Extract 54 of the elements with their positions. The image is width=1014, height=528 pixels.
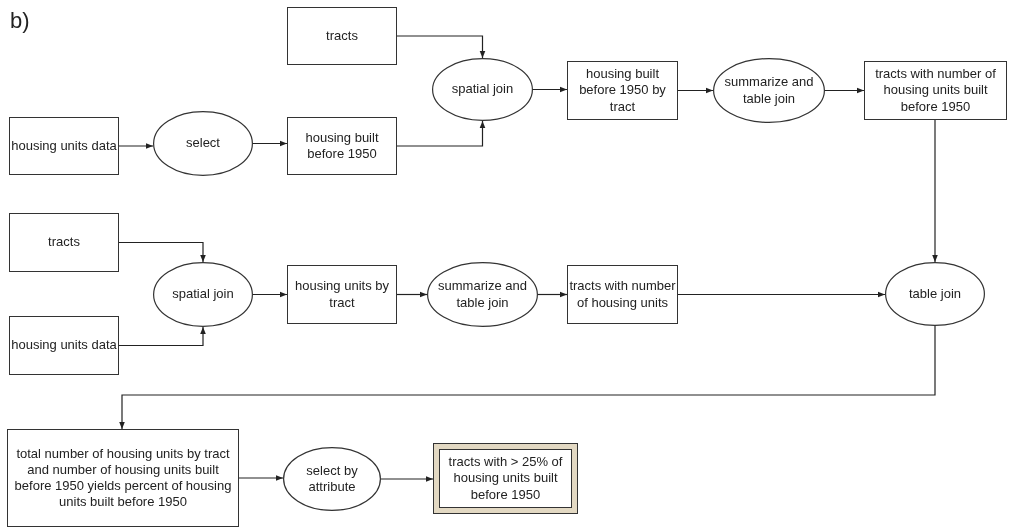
node-text: summarize and table join	[723, 74, 815, 107]
arrow	[677, 291, 886, 298]
operation-ellipse	[885, 262, 985, 326]
arrow	[396, 35, 486, 59]
node-text: housing units data	[11, 137, 117, 155]
process-box	[9, 316, 119, 375]
node-text: total number of housing units by tract and number of housing units built before 1950 yields percent of housing units built before 1950	[13, 445, 233, 511]
node-text: housing units data	[11, 337, 117, 354]
arrow	[118, 143, 154, 149]
node-text: tracts	[48, 234, 80, 251]
operation-ellipse	[283, 447, 381, 511]
node-text: tracts	[326, 27, 358, 45]
node-text: table join	[908, 285, 961, 303]
node-text: select by attribute	[305, 462, 359, 496]
node-text: tracts with > 25% of housing units built before 1950	[447, 454, 564, 503]
arrow	[537, 291, 568, 298]
node-text: tracts with number of housing units built before 1950	[874, 66, 997, 115]
node-text: spatial join	[172, 286, 234, 303]
process-box	[287, 7, 397, 65]
node-text: summarize and table join	[437, 278, 528, 311]
process-box	[287, 265, 397, 324]
node-text: housing built before 1950	[304, 129, 380, 163]
operation-ellipse	[432, 58, 533, 121]
operation-ellipse	[713, 58, 825, 123]
process-box	[7, 429, 239, 527]
arrow	[118, 241, 206, 263]
operation-ellipse	[153, 262, 253, 327]
panel-label: b)	[10, 8, 30, 34]
arrow	[118, 326, 206, 347]
process-box	[9, 117, 119, 175]
process-box	[567, 265, 678, 324]
arrow	[677, 87, 714, 94]
arrow	[824, 87, 865, 94]
arrow	[532, 86, 568, 93]
arrow	[932, 119, 938, 263]
arrow	[252, 140, 288, 147]
process-box	[9, 213, 119, 272]
operation-ellipse	[427, 262, 538, 327]
arrow	[238, 475, 284, 481]
process-box	[567, 61, 678, 120]
node-text: housing built before 1950 by tract	[578, 66, 667, 115]
node-text: select	[186, 135, 220, 152]
arrow	[252, 291, 288, 298]
node-text: housing units by tract	[294, 278, 390, 311]
arrow	[396, 120, 486, 147]
process-box	[864, 61, 1007, 120]
operation-ellipse	[153, 111, 253, 176]
node-text: spatial join	[451, 81, 514, 98]
node-text: tracts with number of housing units	[568, 278, 677, 311]
process-box	[287, 117, 397, 175]
arrow	[380, 476, 434, 482]
arrow	[396, 291, 428, 298]
result-box	[433, 443, 578, 514]
arrow	[119, 325, 936, 430]
